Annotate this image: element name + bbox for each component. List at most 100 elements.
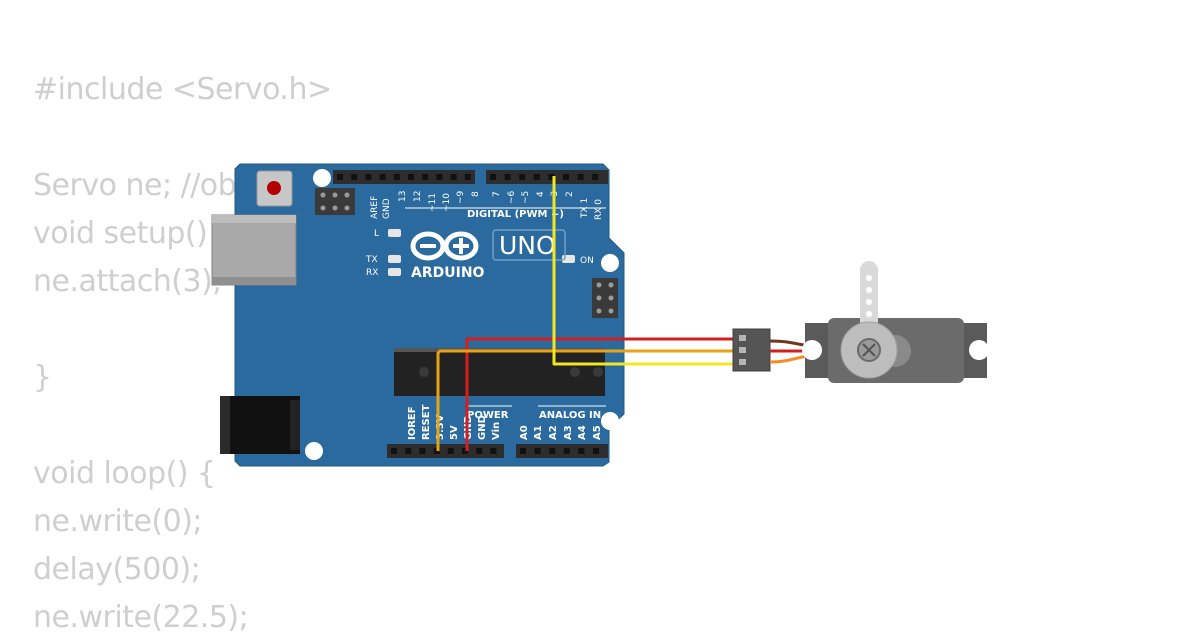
header-pin-hole — [490, 174, 496, 180]
pin-label: 12 — [413, 191, 423, 202]
pin-label: A2 — [548, 425, 559, 440]
pin-label: A5 — [592, 425, 603, 440]
header-pin-hole — [379, 174, 386, 180]
top-pin-labels: AREF GND 13 12 ~11 ~10 ~9 8 7 ~6 ~5 4 ~3… — [370, 190, 604, 220]
header-pin-hole — [549, 448, 556, 454]
mounting-hole — [313, 169, 331, 187]
header-pin-hole — [563, 448, 570, 454]
pin-label: ~9 — [456, 190, 466, 204]
header-pin-hole — [337, 174, 343, 180]
pin-label: 8 — [471, 191, 481, 197]
led-label: RX — [366, 268, 378, 278]
header-pin-hole — [365, 174, 372, 180]
code-line: ne.attach(3); — [33, 264, 222, 299]
header-pin-hole — [436, 174, 443, 180]
led-rx: RX — [366, 268, 401, 278]
pin-label: RX 0 — [594, 199, 604, 220]
header-pin-hole — [462, 448, 468, 454]
pin-label: A1 — [533, 425, 544, 440]
code-line: } — [33, 360, 52, 395]
header-pin-hole — [447, 448, 454, 454]
wire-signal — [552, 176, 742, 366]
analog-header — [516, 444, 608, 458]
header-pin-hole — [534, 448, 541, 454]
header-pin-hole — [464, 174, 471, 180]
icsp-header — [315, 188, 355, 215]
header-pin-holes — [391, 448, 599, 454]
led-label: ON — [580, 256, 594, 266]
board-model: UNO — [499, 231, 556, 260]
pin-label: A0 — [519, 425, 530, 440]
header-pin-hole — [476, 448, 483, 454]
power-section-label: POWER — [467, 410, 509, 421]
code-line: ne.write(22.5); — [33, 600, 249, 635]
board-brand: ARDUINO — [411, 265, 485, 281]
code-line: delay(500); — [33, 552, 201, 587]
pin-label: 7 — [492, 191, 502, 197]
pin-label: 5V — [449, 425, 460, 440]
pin-label: ~6 — [507, 190, 517, 204]
mounting-hole — [601, 412, 619, 430]
arduino-logo-icon — [410, 231, 479, 261]
header-pin-hole — [419, 448, 426, 454]
header-pin-hole — [450, 174, 457, 180]
header-pin-hole — [405, 448, 412, 454]
pin-label: 3.3V — [435, 414, 446, 440]
arduino-uno-board[interactable]: AREF GND 13 12 ~11 ~10 ~9 8 7 ~6 ~5 4 ~3… — [211, 163, 625, 467]
reset-button[interactable] — [256, 170, 293, 207]
header-pin-hole — [504, 174, 511, 180]
header-pin-hole — [593, 448, 599, 454]
atmega-chip — [394, 348, 605, 396]
code-line: ne.write(0); — [33, 504, 203, 539]
led-tx: TX — [365, 255, 401, 265]
header-pin-hole — [563, 174, 569, 180]
pin-label: ~11 — [428, 193, 438, 212]
servo-connector — [732, 328, 771, 372]
header-pin-hole — [408, 174, 414, 180]
pin-label: ~5 — [521, 191, 531, 204]
servo-motor[interactable] — [732, 261, 989, 383]
header-pin-hole — [490, 448, 497, 454]
pin-label: GND — [382, 198, 392, 219]
usb-port[interactable] — [211, 214, 297, 286]
led-l: L — [374, 229, 401, 239]
power-header — [387, 444, 504, 458]
header-pin-hole — [533, 174, 540, 180]
pin-label: 4 — [536, 191, 546, 197]
mounting-hole — [601, 254, 619, 272]
code-line: void loop() { — [33, 456, 216, 491]
mounting-hole — [305, 442, 323, 460]
digital-header-right — [486, 170, 608, 184]
header-pin-hole — [519, 174, 526, 180]
pin-label: A4 — [577, 425, 588, 440]
servo-screw-icon — [857, 338, 881, 362]
wire-ground — [436, 349, 742, 451]
header-pin-hole — [351, 174, 358, 180]
header-pin-hole — [393, 174, 400, 180]
pin-label: GND — [477, 415, 488, 440]
code-line: #include <Servo.h> — [33, 72, 332, 107]
pin-label: Vin — [491, 422, 502, 440]
pin-label: RESET — [421, 404, 432, 440]
header-pin-hole — [391, 448, 397, 454]
pin-label: ~10 — [442, 193, 452, 212]
header-pin-hole — [592, 174, 599, 180]
digital-header-label: DIGITAL (PWM ~) — [467, 209, 564, 220]
header-pin-holes — [337, 174, 599, 180]
header-pin-hole — [578, 448, 585, 454]
digital-header-left — [333, 170, 475, 184]
pin-label: IOREF — [407, 406, 418, 440]
header-pin-hole — [520, 448, 526, 454]
header-pin-hole — [422, 174, 429, 180]
pin-label: AREF — [370, 196, 380, 219]
code-line: Servo ne; //ob — [33, 168, 237, 203]
wires — [436, 176, 742, 451]
power-jack[interactable] — [220, 396, 300, 454]
led-label: L — [374, 229, 379, 239]
pin-label: 2 — [565, 191, 575, 197]
header-pin-hole — [577, 174, 584, 180]
code-snippet: #include <Servo.h> Servo ne; //ob void s… — [33, 66, 332, 642]
header-pin-hole — [548, 174, 555, 180]
pin-label: 13 — [398, 191, 408, 202]
